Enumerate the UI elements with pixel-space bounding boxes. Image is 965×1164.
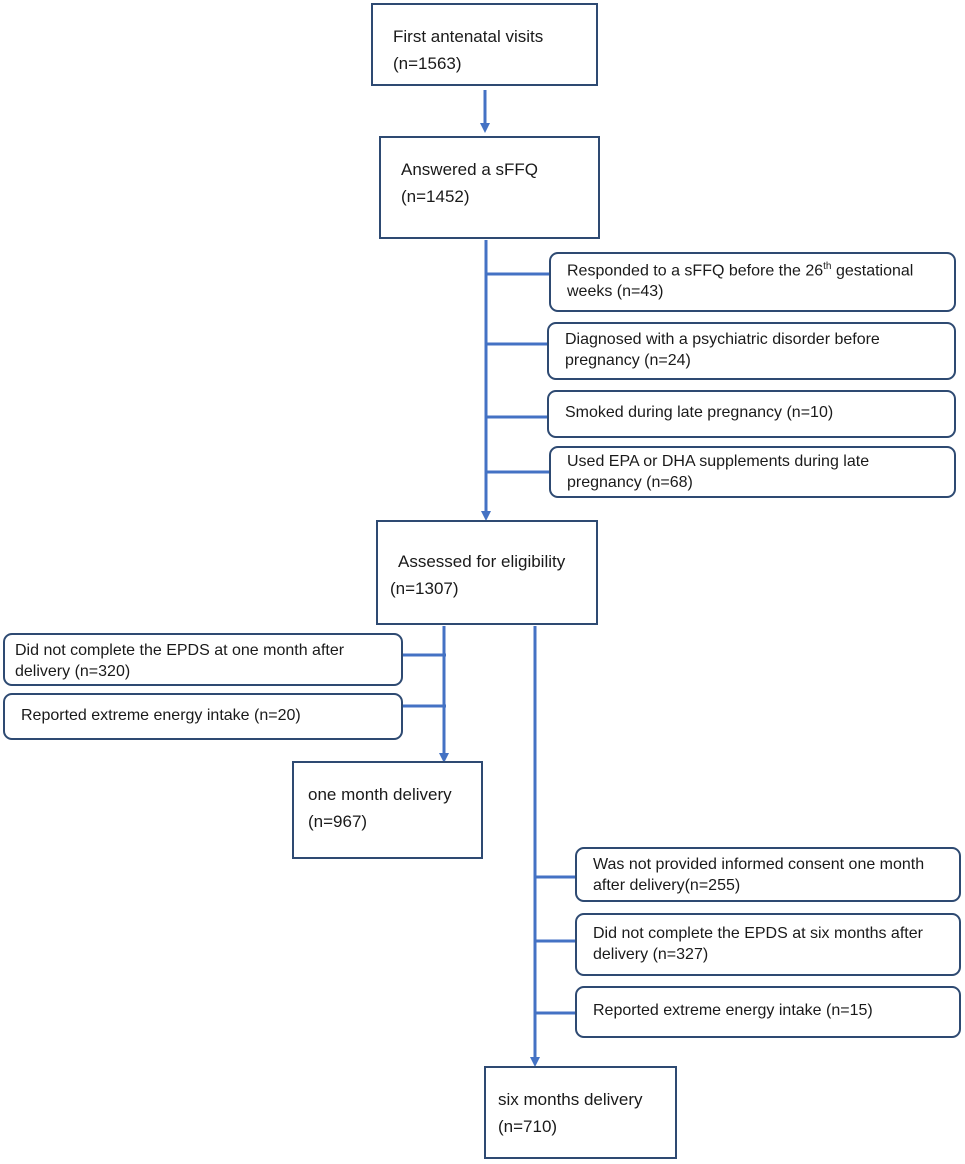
node-label: Assessed for eligibility [398, 552, 566, 571]
node-count: (n=967) [308, 812, 368, 832]
node-answered-sffq: Answered a sFFQ (n=1452) [379, 136, 600, 239]
superscript-th: th [823, 261, 832, 272]
exclusion-smoked: Smoked during late pregnancy (n=10) [547, 390, 956, 438]
exclusion-count: weeks (n=43) [567, 283, 664, 301]
exclusion-epa-dha-supplements: Used EPA or DHA supplements during late … [549, 446, 956, 498]
exclusion-count: delivery (n=327) [593, 945, 709, 963]
node-count: (n=1563) [393, 54, 462, 74]
exclusion-text: Smoked during late pregnancy (n=10) [565, 404, 834, 421]
exclusion-psychiatric-disorder: Diagnosed with a psychiatric disorder be… [547, 322, 956, 380]
node-label: Answered a sFFQ [401, 160, 538, 179]
exclusion-text: gestational [831, 262, 914, 280]
exclusion-text: Responded to a sFFQ before the 26 [567, 262, 824, 280]
node-count: (n=1307) [390, 579, 459, 599]
exclusion-text: Did not complete the EPDS at one month a… [15, 642, 345, 659]
exclusion-energy-one-month: Reported extreme energy intake (n=20) [3, 693, 403, 740]
exclusion-text: Did not complete the EPDS at six months … [593, 925, 923, 942]
exclusion-epds-six-months: Did not complete the EPDS at six months … [575, 913, 961, 976]
exclusion-epds-one-month: Did not complete the EPDS at one month a… [3, 633, 403, 686]
exclusion-text: Reported extreme energy intake (n=20) [21, 707, 301, 724]
exclusion-text: Was not provided informed consent one mo… [593, 856, 925, 873]
node-label: six months delivery [498, 1090, 643, 1109]
exclusion-count: after delivery(n=255) [593, 876, 741, 894]
node-six-months-delivery: six months delivery (n=710) [484, 1066, 677, 1159]
node-assessed-eligibility: Assessed for eligibility (n=1307) [376, 520, 598, 625]
node-label: First antenatal visits [393, 27, 544, 46]
exclusion-no-informed-consent: Was not provided informed consent one mo… [575, 847, 961, 902]
exclusion-energy-six-months: Reported extreme energy intake (n=15) [575, 986, 961, 1038]
node-label: one month delivery [308, 785, 452, 804]
exclusion-text: Diagnosed with a psychiatric disorder be… [565, 331, 880, 348]
node-count: (n=710) [498, 1117, 558, 1137]
node-count: (n=1452) [401, 187, 470, 207]
exclusion-text: Used EPA or DHA supplements during late [567, 453, 870, 470]
exclusion-text: Reported extreme energy intake (n=15) [593, 1002, 873, 1019]
exclusion-sffq-before-26-weeks: Responded to a sFFQ before the 26th gest… [549, 252, 956, 312]
node-one-month-delivery: one month delivery (n=967) [292, 761, 483, 859]
exclusion-count: pregnancy (n=68) [567, 473, 693, 491]
exclusion-count: delivery (n=320) [15, 662, 131, 680]
exclusion-count: pregnancy (n=24) [565, 351, 691, 369]
node-first-antenatal-visits: First antenatal visits (n=1563) [371, 3, 598, 86]
